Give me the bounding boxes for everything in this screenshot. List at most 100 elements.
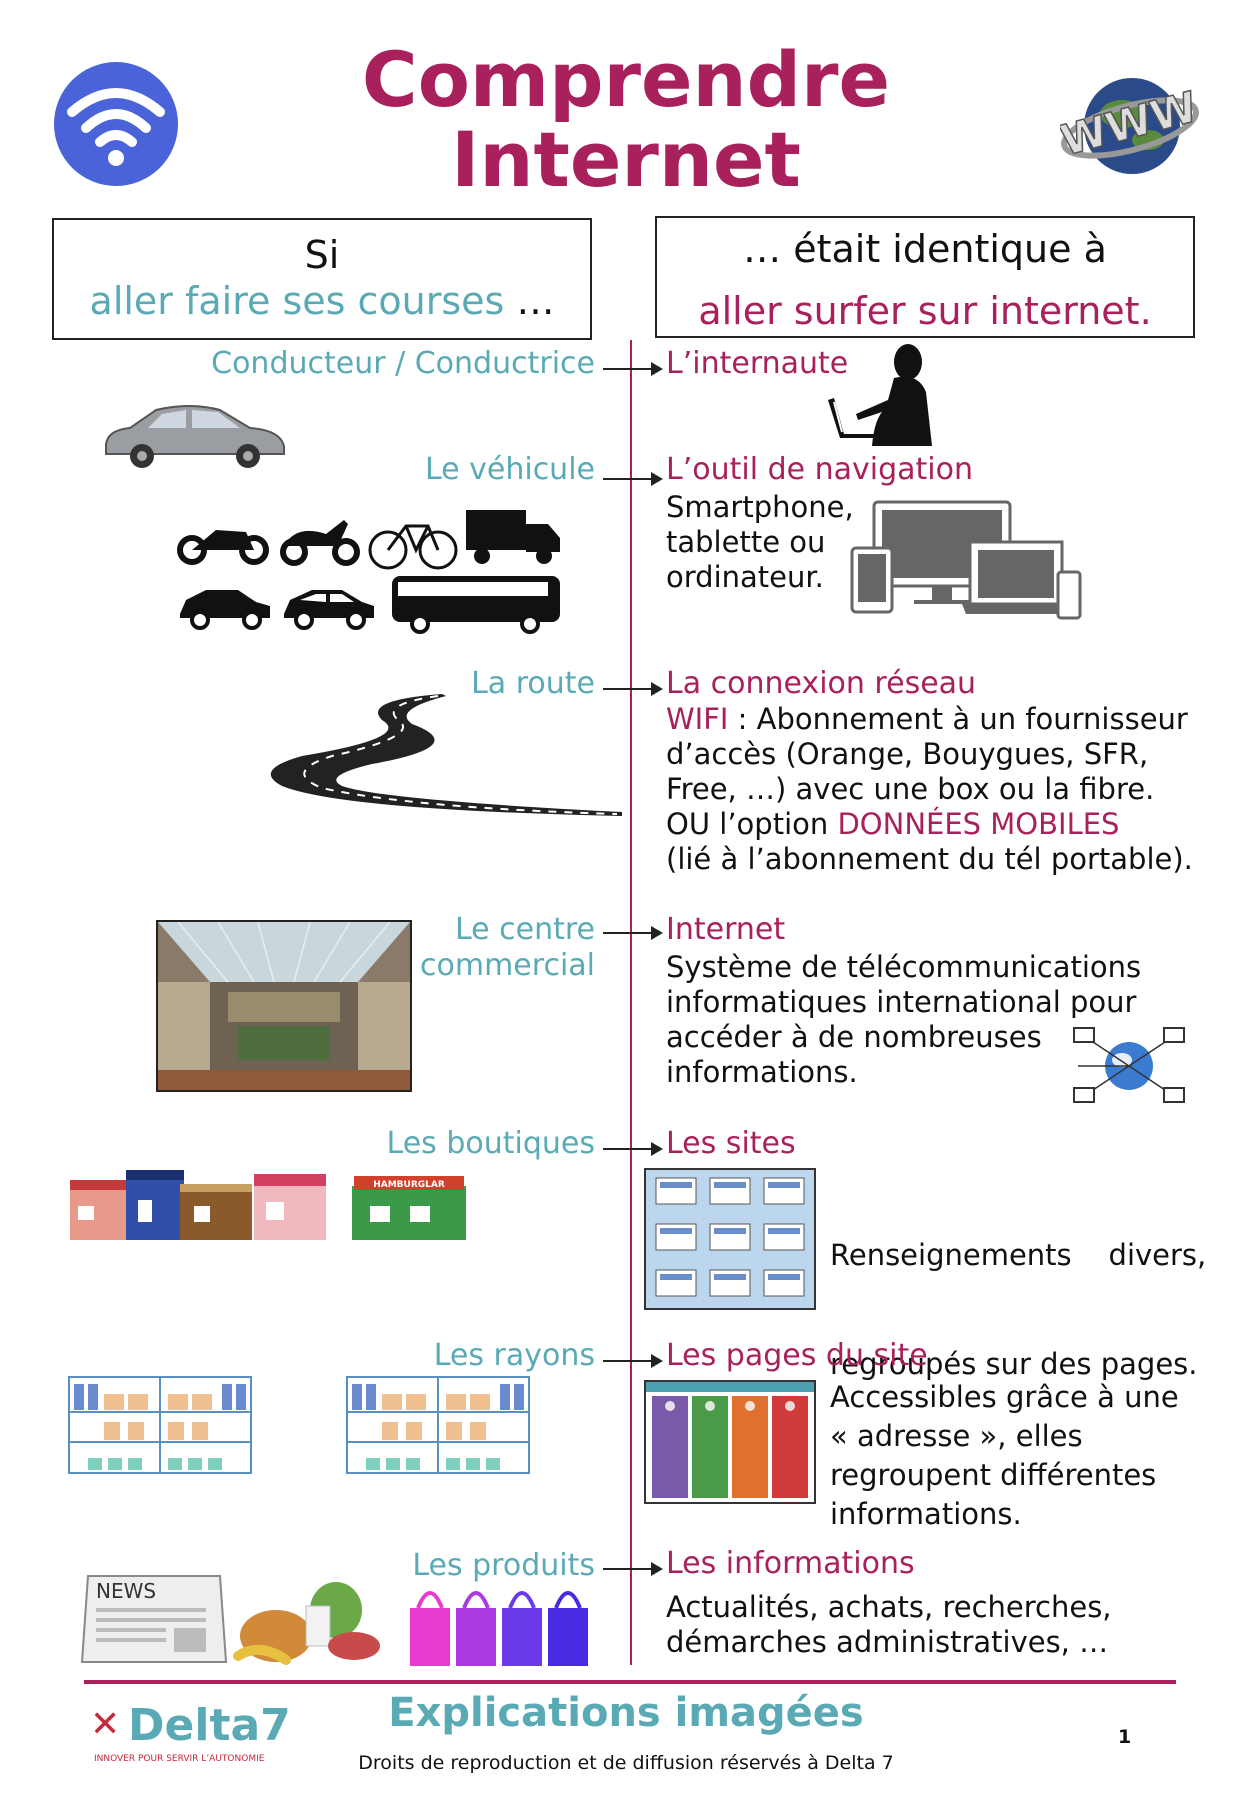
arrow-row6	[603, 1354, 663, 1368]
shops-image: HAMBURGLAR	[70, 1166, 470, 1240]
shelves-image-2	[346, 1376, 530, 1474]
informations-description: Actualités, achats, recherches, démarche…	[666, 1590, 1112, 1660]
network-globe-icon	[1073, 1027, 1185, 1103]
bus-icon	[392, 576, 560, 634]
nav-line: tablette ou	[666, 525, 826, 559]
www-globe-icon: WWW	[1055, 78, 1203, 174]
right-box-surfer: aller surfer sur internet.	[698, 289, 1152, 333]
scooter-icon	[280, 520, 360, 566]
devices-image	[850, 500, 1082, 628]
products-icons: NEWS	[80, 1575, 588, 1666]
connexion-line: d’accès (Orange, Bouygues, SFR,	[666, 737, 1149, 771]
shop-sign-text: HAMBURGLAR	[373, 1180, 445, 1190]
car-image	[100, 398, 288, 470]
connexion-line: Free, …) avec une box ou la fibre.	[666, 772, 1155, 806]
internet-description: Système de télécommunications informatiq…	[666, 950, 1141, 1090]
wifi-logo	[52, 60, 180, 188]
footer-rights: Droits de reproduction et de diffusion r…	[358, 1752, 894, 1774]
connexion-line-mobile: OU l’option DONNÉES MOBILES	[666, 807, 1216, 842]
label-outil-navigation: L’outil de navigation	[666, 452, 974, 487]
vehicles-icons	[177, 510, 560, 634]
label-commercial: commercial	[420, 948, 595, 983]
delta7-logo-icon: ✕	[90, 1704, 121, 1745]
ou-text: OU l’option	[666, 807, 838, 841]
connexion-line-wifi: WIFI : Abonnement à un fournisseur	[666, 702, 1216, 737]
internet-line: accéder à de nombreuses	[666, 1020, 1042, 1054]
footer-title: Explications imagées	[388, 1690, 864, 1736]
pages-line: regroupent différentes	[830, 1458, 1157, 1492]
page-title-line2: Internet	[451, 115, 801, 204]
mall-image	[158, 922, 410, 1090]
car-sedan-icon	[284, 590, 374, 630]
label-vehicule: Le véhicule	[424, 452, 595, 487]
label-conducteur: Conducteur / Conductrice	[211, 346, 595, 381]
informations-line: Actualités, achats, recherches,	[666, 1590, 1112, 1624]
bicycle-icon	[368, 524, 458, 570]
label-pages-site: Les pages du site	[666, 1338, 928, 1373]
delta7-logo: ✕ Delta7 INNOVER POUR SERVIR L’AUTONOMIE	[90, 1700, 320, 1770]
center-divider	[630, 340, 632, 1665]
informations-line: démarches administratives, …	[666, 1625, 1109, 1659]
delta7-tagline: INNOVER POUR SERVIR L’AUTONOMIE	[94, 1754, 265, 1764]
sites-description: Renseignements divers, regroupés sur des…	[830, 1168, 1206, 1417]
arrow-row7	[603, 1562, 663, 1576]
label-sites: Les sites	[666, 1126, 796, 1161]
label-rayons: Les rayons	[433, 1338, 595, 1373]
shopping-bags-icon	[410, 1591, 588, 1666]
right-header-box: … était identique à aller surfer sur int…	[655, 216, 1195, 338]
network-globe-image	[1070, 1024, 1188, 1108]
left-box-ellipsis: …	[516, 279, 555, 323]
arrow-row5	[603, 1142, 663, 1156]
websites-grid-icon	[655, 1177, 805, 1297]
devices-icon	[850, 500, 1082, 620]
nav-line: ordinateur.	[666, 560, 824, 594]
arrow-row2	[603, 472, 663, 486]
car-icon	[105, 405, 285, 468]
road-image	[262, 690, 624, 820]
page-number: 1	[1118, 1726, 1132, 1748]
site-page-icon	[646, 1382, 814, 1498]
label-connexion-reseau: La connexion réseau	[666, 666, 977, 701]
arrow-row1	[603, 362, 663, 376]
connexion-description: WIFI : Abonnement à un fournisseur d’acc…	[666, 702, 1216, 877]
left-box-courses: aller faire ses courses …	[54, 278, 590, 324]
right-box-identique: … était identique à	[743, 227, 1107, 271]
groceries-icon	[233, 1582, 380, 1665]
label-centre: Le centre	[454, 912, 595, 947]
internet-line: informatiques international pour	[666, 985, 1137, 1019]
label-route: La route	[471, 666, 595, 701]
sites-line: regroupés sur des pages.	[830, 1347, 1198, 1381]
car-small-icon	[180, 590, 270, 630]
truck-icon	[466, 510, 560, 564]
left-header-box: Si aller faire ses courses …	[52, 218, 592, 340]
label-internaute: L’internaute	[666, 346, 849, 381]
label-boutiques: Les boutiques	[386, 1126, 595, 1161]
arrow-row3	[603, 682, 663, 696]
wifi-keyword: WIFI	[666, 702, 729, 736]
label-internet: Internet	[666, 912, 786, 947]
delta7-logo-text: Delta7	[128, 1700, 291, 1751]
mobile-data-keyword: DONNÉES MOBILES	[837, 807, 1120, 841]
internaute-silhouette	[822, 342, 942, 446]
products-image: NEWS	[80, 1572, 610, 1672]
wifi-text: : Abonnement à un fournisseur	[728, 702, 1188, 736]
vehicles-group	[176, 510, 606, 634]
www-globe: WWW	[1055, 68, 1203, 180]
svg-text:NEWS: NEWS	[96, 1579, 156, 1603]
person-laptop-icon	[828, 344, 932, 446]
footer-divider	[84, 1680, 1176, 1684]
pages-line: Accessibles grâce à une	[830, 1380, 1179, 1414]
sites-line: Renseignements divers,	[830, 1238, 1207, 1272]
pages-line: informations.	[830, 1497, 1022, 1531]
shelf-icon	[346, 1376, 530, 1474]
pages-line: « adresse », elles	[830, 1419, 1083, 1453]
nav-line: Smartphone,	[666, 490, 854, 524]
shelf-icon	[68, 1376, 252, 1474]
sites-image	[644, 1168, 816, 1310]
left-box-courses-text: aller faire ses courses	[89, 279, 505, 323]
shops-icon: HAMBURGLAR	[70, 1170, 466, 1240]
navigation-description: Smartphone, tablette ou ordinateur.	[666, 490, 854, 595]
road-icon	[270, 694, 622, 816]
mall-photo	[156, 920, 412, 1092]
label-informations: Les informations	[666, 1546, 915, 1581]
